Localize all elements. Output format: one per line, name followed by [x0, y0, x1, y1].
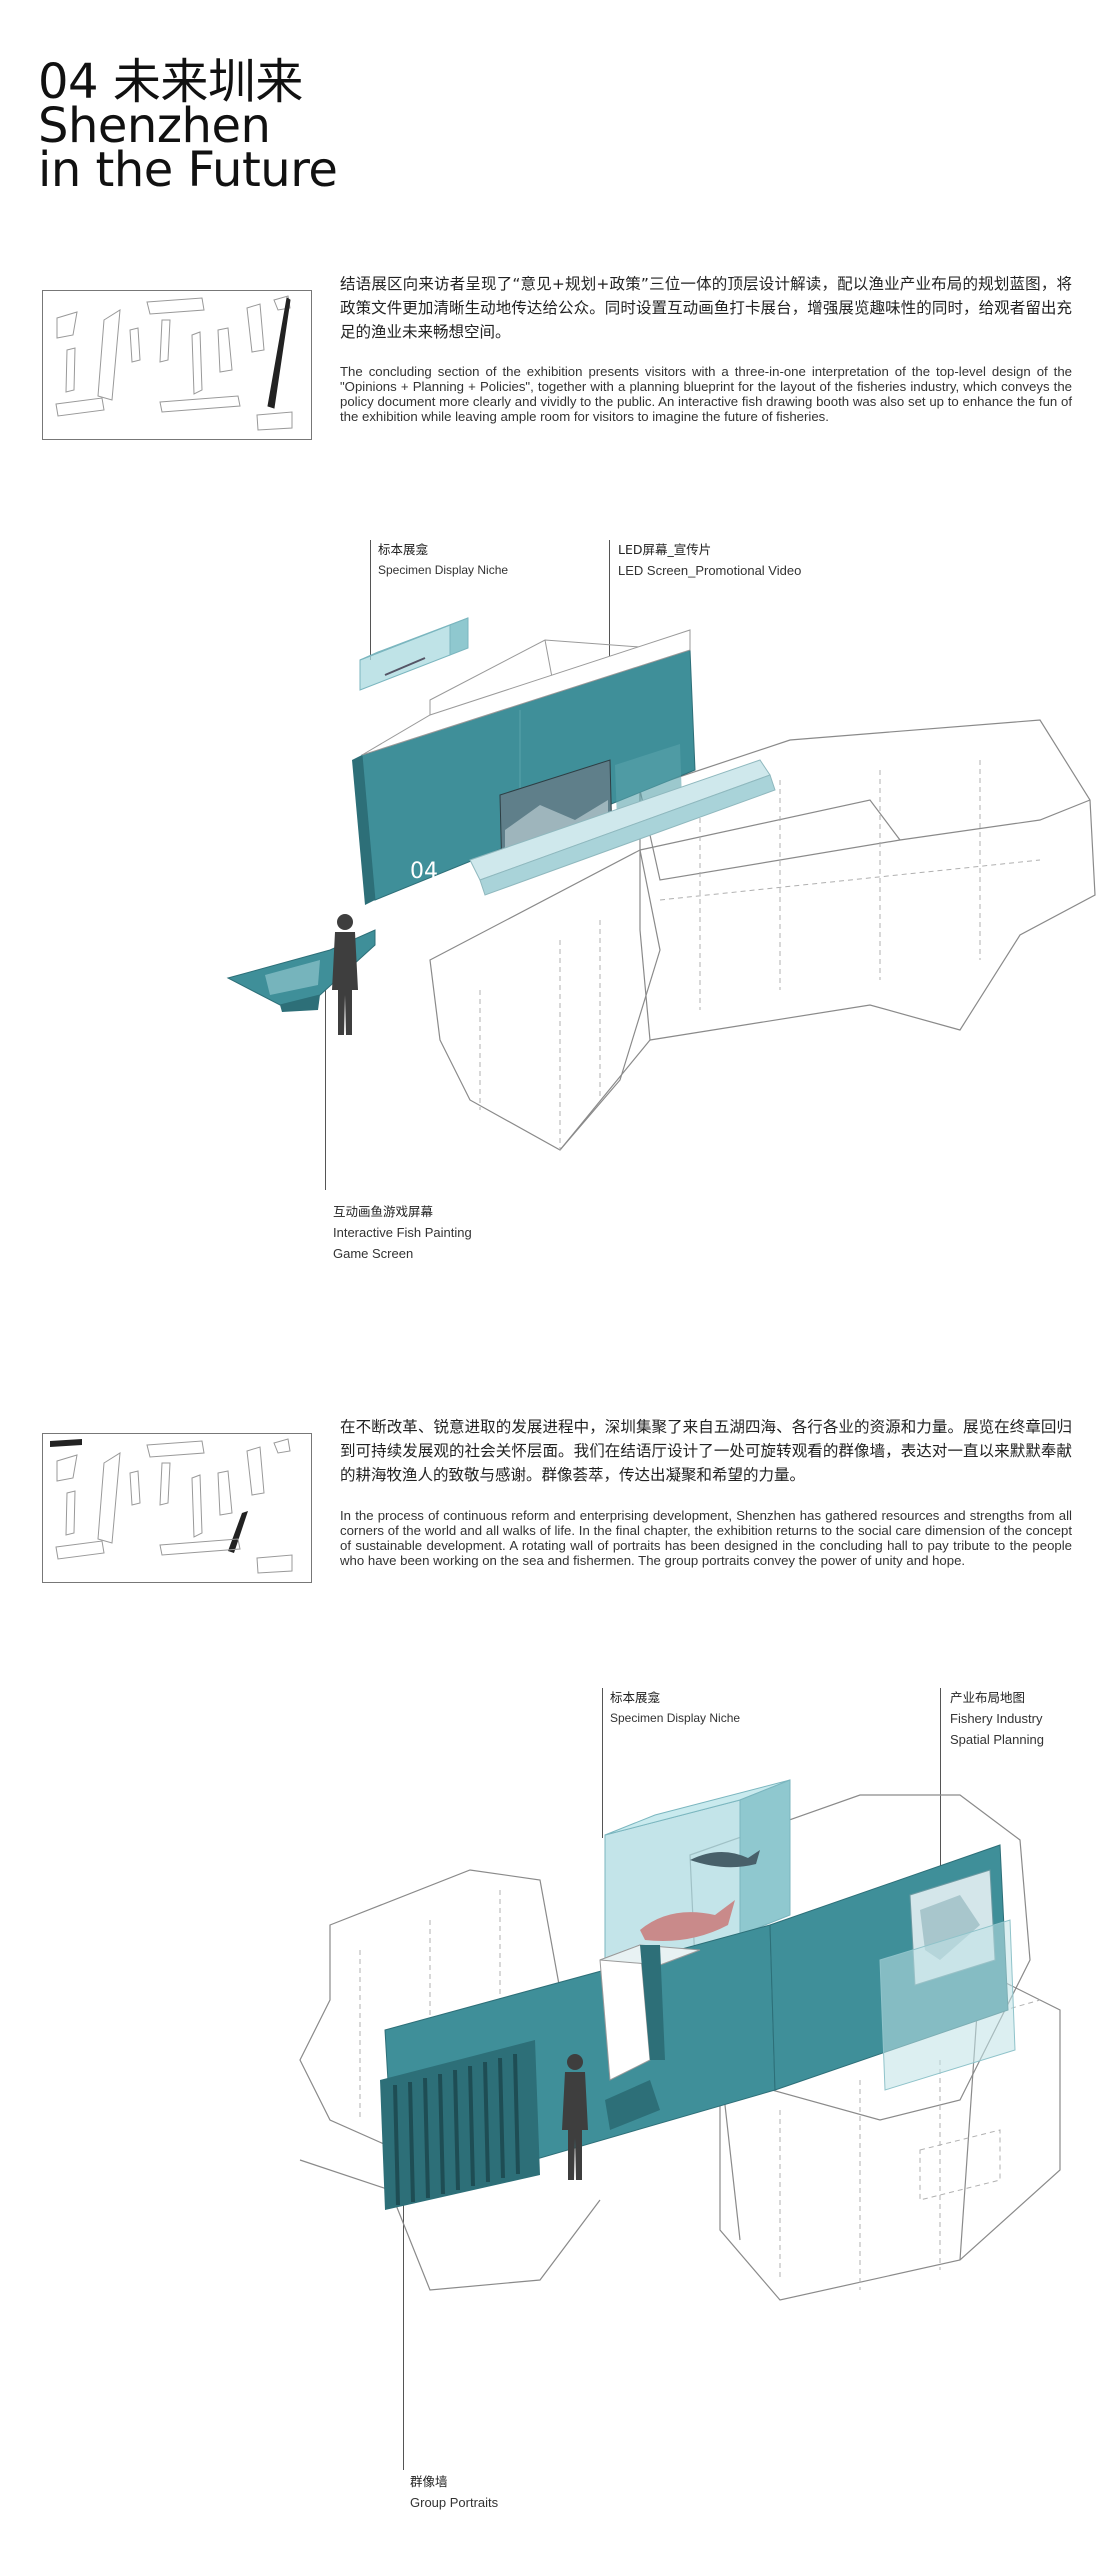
label-led-cn: LED屏幕_宣传片	[618, 542, 712, 557]
specimen-niche-1	[359, 617, 469, 691]
human-figure-1	[332, 914, 358, 1035]
panel-number-04: 04	[410, 859, 438, 884]
label-portraits-cn: 群像墙	[410, 2474, 448, 2489]
leader-line-led	[609, 540, 610, 770]
label-game-screen-en-1: Interactive Fish Painting	[333, 1225, 472, 1240]
section2-text-en: In the process of continuous reform and …	[340, 1508, 1072, 1568]
page-title-en-line2: in the Future	[38, 142, 338, 198]
section2-text-cn: 在不断改革、锐意进取的发展进程中，深圳集聚了来自五湖四海、各行各业的资源和力量。…	[340, 1418, 1072, 1484]
label-led-en: LED Screen_Promotional Video	[618, 563, 802, 578]
label-specimen-niche-cn-1: 标本展龛	[378, 542, 429, 557]
label-specimen-niche-cn-2: 标本展龛	[610, 1690, 661, 1705]
label-planning-cn: 产业布局地图	[950, 1690, 1026, 1705]
label-planning-en-1: Fishery Industry	[950, 1711, 1043, 1726]
floor-plan-key-2	[42, 1433, 312, 1583]
label-game-screen-en-2: Game Screen	[333, 1246, 414, 1261]
label-specimen-niche-en-1: Specimen Display Niche	[378, 563, 509, 577]
bench-1	[469, 759, 776, 896]
floor-plan-key-1	[42, 290, 312, 440]
page-title-en-line1: Shenzhen	[38, 98, 271, 154]
leader-line-game-screen	[325, 990, 326, 1190]
section1-text-cn: 结语展区向来访者呈现了“意见+规划+政策”三位一体的顶层设计解读，配以渔业产业布…	[340, 275, 1072, 341]
label-planning-en-2: Spatial Planning	[950, 1732, 1044, 1747]
label-game-screen-cn: 互动画鱼游戏屏幕	[333, 1204, 434, 1219]
leader-line-specimen-2	[602, 1688, 603, 1838]
page-title-cn: 04 未来圳来	[38, 54, 303, 110]
label-specimen-niche-en-2: Specimen Display Niche	[610, 1711, 741, 1725]
human-figure-2	[562, 2054, 588, 2180]
leader-line-specimen-1	[370, 540, 371, 660]
label-portraits-en: Group Portraits	[410, 2495, 499, 2510]
section1-text-en: The concluding section of the exhibition…	[340, 364, 1072, 424]
leader-line-portraits	[403, 2160, 404, 2470]
specimen-niche-2	[604, 1779, 791, 1976]
leader-line-planning	[940, 1688, 941, 2008]
group-portraits-wall	[380, 2040, 540, 2210]
